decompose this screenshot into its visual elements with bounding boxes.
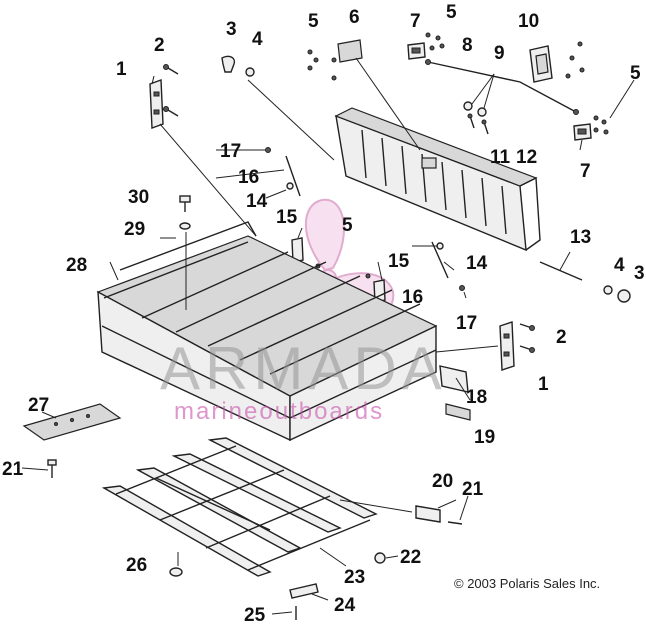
callout-21-right: 21: [462, 479, 484, 500]
callout-5-center: 5: [342, 215, 353, 236]
part-10-latch: [529, 45, 553, 83]
callout-1-right: 1: [538, 374, 549, 395]
part-2-right-screws: [519, 323, 535, 353]
part-30-bolt: [179, 195, 191, 212]
part-24-bar: [289, 583, 319, 599]
callout-17-upper: 17: [220, 141, 242, 162]
part-16-lower-strap: [431, 241, 449, 279]
part-6-decal: [337, 39, 363, 63]
callout-3-right: 3: [634, 263, 645, 284]
callout-3-top: 3: [226, 19, 237, 40]
part-7-hinge-top: [407, 42, 426, 60]
part-19-trim: [445, 403, 471, 421]
watermark-title: ARMADA: [160, 335, 447, 402]
callout-21-left: 21: [2, 459, 24, 480]
callout-4-top: 4: [252, 29, 263, 50]
callout-16-lower: 16: [402, 287, 424, 308]
part-21-right-bolt: [447, 521, 463, 525]
callout-20: 20: [432, 471, 454, 492]
callout-18: 18: [466, 387, 488, 408]
callout-7-right: 7: [580, 161, 591, 182]
part-4-right-washer: [603, 285, 613, 295]
callout-28: 28: [66, 255, 88, 276]
part-9-bumpers: [463, 101, 487, 117]
watermark-subtitle: marineoutboards: [174, 398, 385, 425]
part-2-left-screws: [163, 64, 179, 117]
part-22-nut: [374, 552, 386, 564]
callout-15-left: 15: [276, 207, 298, 228]
callout-4-right: 4: [614, 255, 625, 276]
callout-5-hinge: 5: [446, 2, 457, 23]
part-26-foot: [169, 567, 183, 577]
callout-13: 13: [570, 227, 592, 248]
callout-17-lower: 17: [456, 313, 478, 334]
callout-19: 19: [474, 427, 496, 448]
part-8-cable: [425, 59, 579, 115]
part-29-washer: [179, 222, 191, 230]
part-1-left-bracket: [149, 79, 164, 129]
callout-24: 24: [334, 595, 356, 616]
part-1-right-bracket: [499, 321, 515, 371]
callout-22: 22: [400, 547, 422, 568]
callout-15-right: 15: [388, 251, 410, 272]
callout-5-top: 5: [308, 11, 319, 32]
part-28-cargo-box: [96, 221, 438, 442]
callout-16-upper: 16: [238, 167, 260, 188]
callout-12: 12: [516, 147, 538, 168]
callout-14-lower: 14: [466, 253, 488, 274]
part-23-frame: [101, 437, 378, 577]
part-11-screws: [467, 113, 489, 135]
callout-27: 27: [28, 395, 50, 416]
part-12-tailgate: [334, 107, 541, 252]
callout-11: 11: [490, 147, 511, 168]
callout-14-upper: 14: [246, 191, 268, 212]
part-13-rod: [539, 261, 583, 281]
callout-9: 9: [494, 43, 505, 64]
part-17-upper-screw: [265, 147, 271, 153]
part-4-top-washer: [245, 67, 255, 77]
callout-5-right: 5: [630, 63, 641, 84]
callout-7-top: 7: [410, 11, 421, 32]
callout-10: 10: [518, 11, 540, 32]
copyright-notice: © 2003 Polaris Sales Inc.: [454, 576, 601, 591]
callout-2-left: 2: [154, 35, 165, 56]
callout-1-left: 1: [116, 59, 127, 80]
callout-26: 26: [126, 555, 148, 576]
part-3-top-pin: [221, 55, 236, 73]
callout-8: 8: [462, 35, 473, 56]
callout-29: 29: [124, 219, 146, 240]
callout-30: 30: [128, 187, 150, 208]
part-20-spacer: [415, 505, 441, 523]
callout-23: 23: [344, 567, 366, 588]
callout-6: 6: [349, 7, 360, 28]
part-14-upper-washer: [286, 182, 294, 190]
part-7-hinge-right: [573, 123, 592, 141]
part-5-top-screws: [307, 49, 337, 81]
part-15-left-plate: [291, 237, 304, 263]
part-21-left-bolt: [47, 459, 57, 478]
part-16-upper-strap: [285, 155, 301, 197]
leader-lines: [21, 57, 635, 615]
part-17-lower-screw: [459, 285, 465, 291]
callout-25: 25: [244, 605, 266, 626]
part-5-hinge-screws: [425, 32, 609, 135]
callout-2-right: 2: [556, 327, 567, 348]
part-3-right-pin: [617, 289, 631, 303]
part-27-pad: [22, 403, 122, 441]
